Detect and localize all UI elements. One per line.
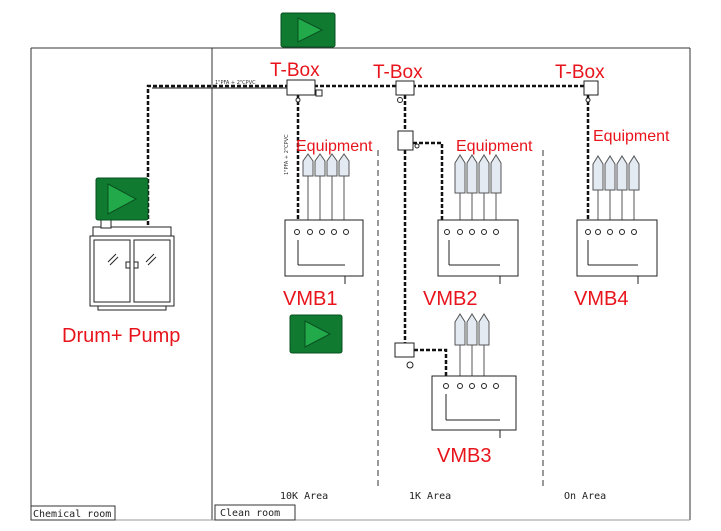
clean-room-tab: Clean room [214,504,296,521]
area-10k-label: 10K Area [280,491,328,502]
tbox-right-label: T-Box [555,62,605,83]
chemical-room-label: Chemical room [33,509,111,520]
drop-line-note: 1"PFA + 2"CPVC [284,134,290,175]
play-icon [304,320,332,348]
equipment-label-1: Equipment [296,138,373,155]
play-icon [297,17,324,43]
equipment-bundle-4 [592,155,640,228]
equipment-bundle-1 [302,153,350,228]
main-line-note: 1"PFA + 2"CPVC [215,80,256,86]
play-icon [107,183,138,215]
tbox-mid-label: T-Box [373,62,423,83]
clean-room-label: Clean room [220,508,280,519]
tbox-mid [395,80,415,103]
vmb1-label: VMB1 [283,288,337,310]
area-1k-label: 1K Area [409,491,451,502]
vmb1-box [284,219,364,284]
tbox-right [583,80,599,103]
play-button-drum[interactable] [95,177,149,221]
drum-pump-cabinet [89,219,175,311]
vmb2-box [437,219,519,284]
vmb4-label: VMB4 [574,288,628,310]
equipment-bundle-3 [454,313,490,380]
tbox-left-label: T-Box [270,60,320,81]
vmb3-label: VMB3 [437,445,491,467]
drum-pump-label: Drum+ Pump [62,325,180,347]
play-button-mid[interactable] [289,314,343,354]
room-frames [30,47,691,521]
vmb3-box [431,375,517,438]
chemical-room-tab: Chemical room [30,505,116,521]
equipment-bundle-2 [454,154,502,228]
branch-valve-1k [397,130,420,151]
area-on-label: On Area [564,491,606,502]
vmb2-label: VMB2 [423,288,477,310]
equipment-label-4: Equipment [593,128,670,145]
main-pipe [146,84,590,380]
vmb4-box [576,219,658,284]
branch-valve-vmb3 [394,342,415,369]
play-button-top[interactable] [280,12,336,48]
equipment-label-2: Equipment [456,138,533,155]
tbox-left [286,79,323,103]
